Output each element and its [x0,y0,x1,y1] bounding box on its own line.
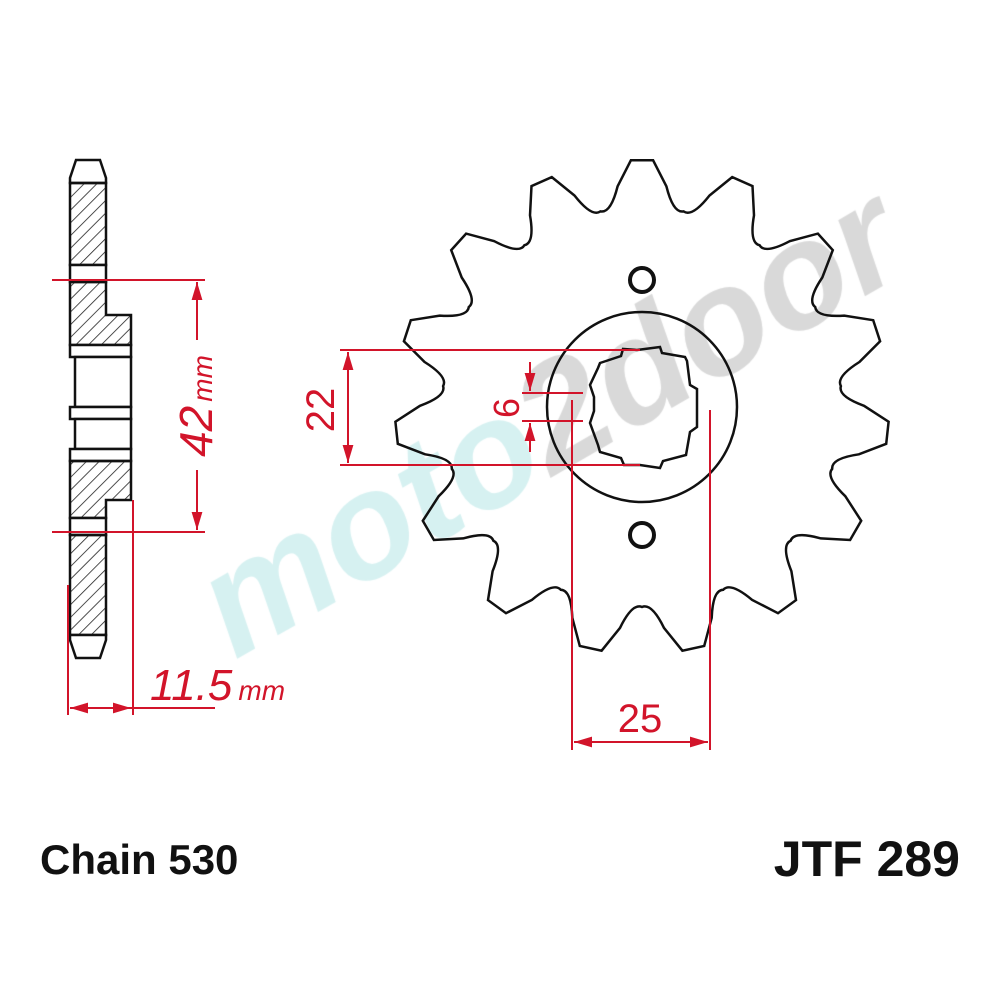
bolt-hole-top [628,266,656,294]
front-view [394,159,890,653]
hub-width-value: 11.5 [150,661,233,710]
pcd-unit: mm [187,355,218,402]
pcd-label: 42mm [170,355,222,457]
pcd-dimension [52,279,205,533]
spline-bore [588,345,699,470]
hub-width-unit: mm [238,675,285,706]
chain-label: Chain 530 [40,836,239,883]
bore-dimension [340,349,640,466]
bore-value: 22 [299,388,343,433]
side-view [68,158,133,660]
hub-width-dimension [67,500,215,715]
bolt-spacing-dimension [571,400,711,750]
pcd-value: 42 [170,406,222,457]
svg-text:42mm: 42mm [170,355,222,457]
hub-circle [545,310,739,504]
bolt-hole-bottom [628,521,656,549]
part-number: JTF 289 [773,831,960,887]
bolt-spacing-value: 25 [618,697,663,741]
sprocket-outline [394,159,890,653]
spline-width-value: 6 [486,398,527,418]
